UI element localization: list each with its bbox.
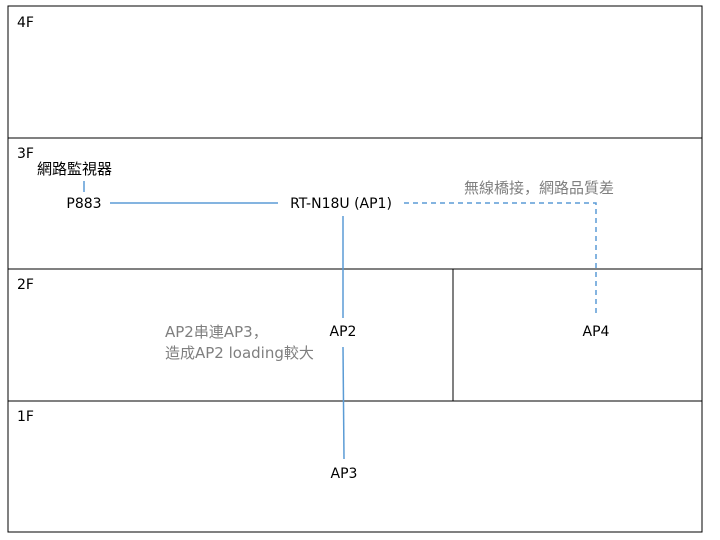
floor-label-4f: 4F xyxy=(17,15,34,31)
device-ap3: AP3 xyxy=(330,466,358,482)
floor-label-1f: 1F xyxy=(17,409,34,425)
floor-4f-box xyxy=(7,5,703,139)
floor-1f-box xyxy=(7,400,703,533)
device-network-monitor: 網路監視器 xyxy=(37,160,113,178)
device-router-ap1: RT-N18U (AP1) xyxy=(290,196,392,212)
device-ap4: AP4 xyxy=(582,324,610,340)
note-wireless-bridge: 無線橋接，網路品質差 xyxy=(464,179,615,197)
ap2-to-ap3-link xyxy=(342,346,345,460)
floor-label-2f: 2F xyxy=(17,277,34,293)
router-to-ap4-wireless-link xyxy=(404,202,597,316)
note-chain-line2: 造成AP2 loading較大 xyxy=(165,344,314,362)
device-p883: P883 xyxy=(66,196,102,212)
floor-label-3f: 3F xyxy=(17,146,34,162)
device-ap2: AP2 xyxy=(329,324,357,340)
note-chain-line1: AP2串連AP3， xyxy=(165,323,268,341)
